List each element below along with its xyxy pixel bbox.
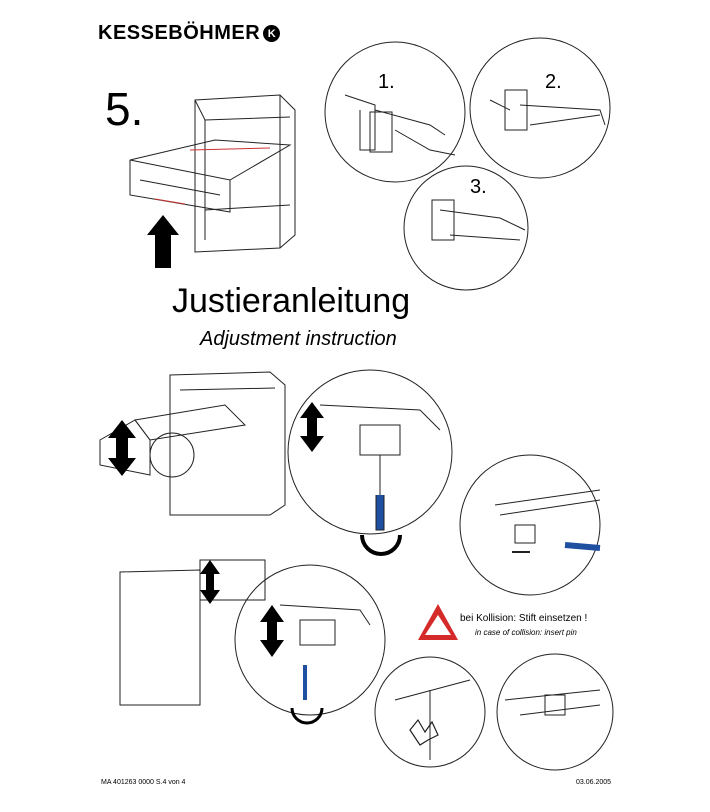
detail-circle-1 [324, 41, 466, 183]
detail-circle-bottom [234, 564, 386, 725]
collision-circle-right [496, 653, 614, 771]
detail-step-2: 2. [545, 71, 562, 93]
collision-circle-left [374, 656, 486, 768]
cabinet-illustration-top [129, 94, 296, 253]
updown-arrow-icon-3 [200, 560, 220, 604]
detail-circle-right [459, 454, 601, 596]
warning-text-english: in case of collision: insert pin [475, 628, 577, 637]
brand-header: KESSEBÖHMER K [98, 22, 281, 45]
document-id: MA 401263 0000 S.4 von 4 [101, 779, 186, 786]
detail-step-3: 3. [470, 176, 487, 198]
warning-text-german: bei Kollision: Stift einsetzen ! [460, 613, 588, 624]
updown-arrow-icon [108, 420, 136, 476]
detail-step-1: 1. [378, 71, 395, 93]
title-german: Justieranleitung [172, 282, 411, 320]
brand-name: KESSEBÖHMER [98, 22, 261, 44]
warning-triangle-icon [418, 604, 458, 640]
detail-circle-middle [287, 369, 453, 556]
detail-circle-2 [469, 37, 611, 179]
title-english: Adjustment instruction [200, 328, 397, 350]
document-date: 03.06.2005 [576, 779, 612, 786]
updown-arrow-icon-4 [260, 605, 284, 657]
up-arrow-icon [147, 215, 179, 268]
cabinet-illustration-bottom [119, 559, 266, 706]
cabinet-illustration-middle [99, 371, 286, 516]
step-number: 5. [105, 83, 144, 135]
brand-logo-icon: K [263, 25, 281, 42]
detail-circle-3 [403, 165, 529, 291]
updown-arrow-icon-2 [300, 402, 324, 452]
